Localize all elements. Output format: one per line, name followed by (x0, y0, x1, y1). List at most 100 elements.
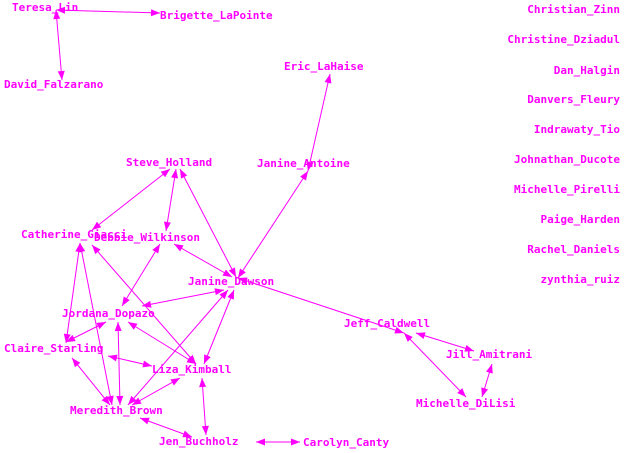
edge-steve-debbie (163, 168, 179, 232)
edge-meredith-jen (139, 417, 193, 438)
edge-arrowhead (128, 395, 137, 405)
edge-arrowhead (186, 356, 196, 364)
edge-arrowhead (227, 290, 234, 300)
node-label-rachel[interactable]: Rachel_Daniels (527, 243, 620, 256)
edge-line (201, 377, 207, 436)
edge-janine_d-liza (203, 289, 235, 365)
edge-janine_d-jeff (237, 277, 405, 334)
edge-arrowhead (132, 397, 142, 405)
edge-jordana-meredith (114, 321, 124, 406)
edge-arrowhead (101, 395, 110, 405)
edge-line (55, 9, 63, 81)
edge-arrowhead (222, 269, 232, 277)
node-label-jordana[interactable]: Jordana_Dopazo (62, 307, 155, 320)
edge-arrowhead (204, 354, 211, 364)
edge-arrowhead (128, 322, 138, 330)
edge-arrowhead (199, 378, 207, 388)
node-label-brigette[interactable]: Brigette_LaPointe (160, 9, 273, 22)
edge-arrowhead (142, 360, 152, 368)
node-label-michelle-p[interactable]: Michelle_Pirelli (514, 183, 620, 196)
node-label-jeff[interactable]: Jeff_Caldwell (344, 317, 430, 330)
edge-eric-janine_a (306, 73, 332, 172)
edge-debbie-jordana (121, 243, 161, 307)
node-label-teresa[interactable]: Teresa_Lin (12, 1, 78, 14)
edge-arrowhead (291, 438, 300, 446)
node-label-johnathan[interactable]: Johnathan_Ducote (514, 153, 620, 166)
edge-janine_a-janine_d (237, 170, 309, 279)
node-layer: Teresa_LinBrigette_LaPointeDavid_Falzara… (4, 1, 620, 449)
node-label-zynthia[interactable]: zynthia_ruiz (541, 273, 620, 286)
edge-line (141, 289, 225, 307)
edge-arrowhead (114, 322, 122, 332)
node-label-paige[interactable]: Paige_Harden (541, 213, 620, 226)
edge-arrowhead (142, 300, 152, 308)
edge-catherine-meredith (78, 242, 114, 406)
node-label-michelle-d[interactable]: Michelle_DiLisi (416, 397, 516, 410)
node-label-danvers[interactable]: Danvers_Fleury (527, 93, 620, 106)
edge-arrowhead (53, 10, 61, 20)
edge-arrowhead (228, 267, 236, 277)
edge-arrowhead (78, 243, 86, 253)
node-label-liza[interactable]: Liza_Kimball (152, 363, 231, 376)
node-label-christian[interactable]: Christian_Zinn (527, 3, 620, 16)
edge-liza-meredith (131, 377, 181, 406)
edge-arrowhead (122, 296, 130, 306)
node-label-indrawaty[interactable]: Indrawaty_Tio (534, 123, 620, 136)
edge-arrowhead (464, 344, 474, 352)
edge-arrowhead (170, 378, 180, 386)
node-label-catherine[interactable]: Catherine_Giacci (21, 228, 127, 241)
node-label-steve[interactable]: Steve_Holland (126, 156, 212, 169)
edge-line (173, 243, 233, 278)
node-label-meredith[interactable]: Meredith_Brown (70, 404, 163, 417)
edge-arrowhead (238, 268, 246, 278)
edge-arrowhead (72, 358, 81, 368)
edge-line (55, 9, 161, 14)
edge-line (91, 168, 171, 231)
node-label-jill[interactable]: Jill_Amitrani (446, 348, 532, 361)
node-label-debbie[interactable]: Debbie_Wilkinson (94, 231, 200, 244)
edge-janine_d-meredith (127, 289, 229, 406)
edge-arrowhead (214, 288, 224, 296)
edge-arrowhead (256, 438, 265, 446)
edge-arrowhead (306, 161, 314, 171)
edge-line (71, 357, 111, 406)
edge-line (79, 242, 113, 406)
edge-arrowhead (481, 387, 488, 397)
edge-arrowhead (171, 169, 179, 179)
edge-janine_d-jordana (141, 288, 225, 308)
edge-arrowhead (201, 425, 209, 435)
edge-arrowhead (182, 430, 192, 438)
node-label-carolyn[interactable]: Carolyn_Canty (303, 436, 389, 449)
edge-arrowhead (219, 290, 228, 300)
node-label-christine[interactable]: Christine_Dziadul (507, 33, 620, 46)
edge-debbie-janine_d (173, 243, 233, 278)
edge-line (165, 168, 177, 232)
node-label-jen[interactable]: Jen_Buchholz (159, 435, 238, 448)
edge-line (65, 242, 81, 344)
edge-arrowhead (404, 333, 413, 342)
edge-claire-liza (107, 354, 153, 368)
node-label-dan[interactable]: Dan_Halgin (554, 64, 620, 77)
edge-arrowhead (324, 74, 332, 84)
edge-steve-catherine (91, 168, 171, 231)
edge-line (237, 170, 309, 279)
edge-arrowhead (96, 322, 106, 330)
edge-arrowhead (66, 334, 76, 342)
node-label-janine-d[interactable]: Janine_Dawson (188, 275, 274, 288)
edge-layer (53, 6, 493, 446)
edge-jen-carolyn (256, 438, 300, 446)
node-label-claire[interactable]: Claire_Starling (4, 342, 103, 355)
node-label-janine-a[interactable]: Janine_Antoine (257, 157, 350, 170)
edge-line (203, 289, 235, 365)
edge-jordana-liza (127, 321, 197, 365)
edge-arrowhead (56, 6, 66, 14)
edge-line (237, 277, 405, 334)
edge-arrowhead (106, 395, 114, 405)
edge-claire-meredith (71, 357, 111, 406)
node-label-eric[interactable]: Eric_LaHaise (284, 60, 364, 73)
edge-line (127, 289, 229, 406)
edge-line (179, 168, 237, 278)
node-label-david[interactable]: David_Falzarano (4, 78, 104, 91)
edge-line (139, 417, 193, 438)
